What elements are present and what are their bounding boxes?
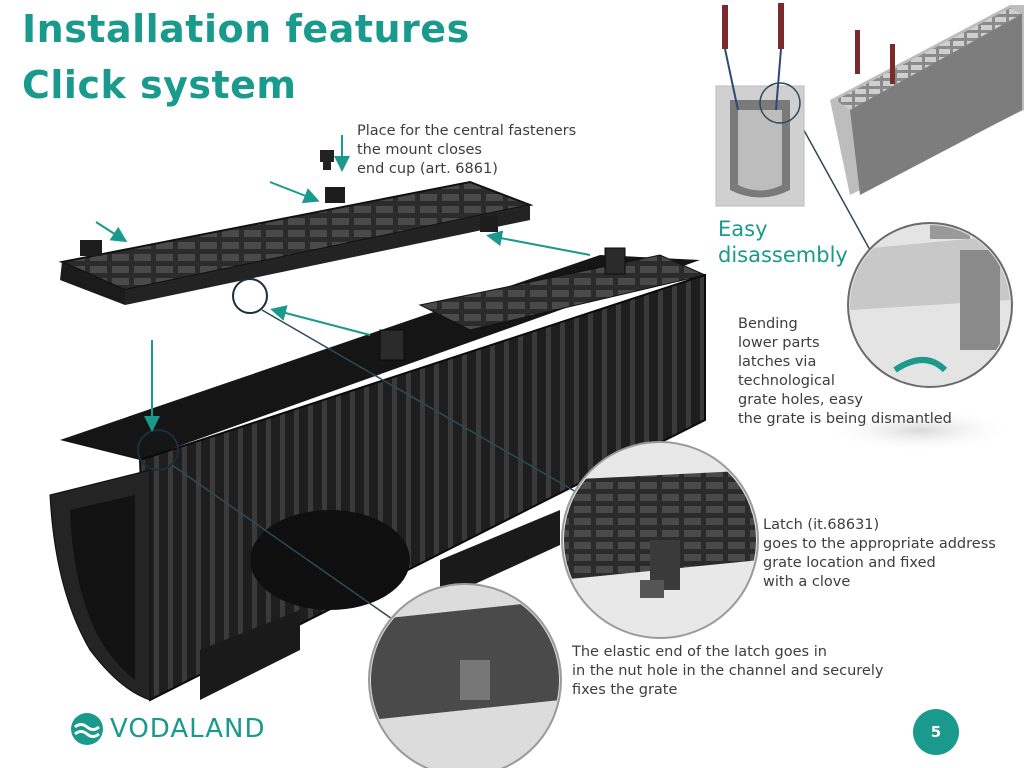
latch-clip (604, 247, 626, 275)
latch-zoom-circle (561, 441, 759, 639)
latch-caption: Latch (it.68631) goes to the appropriate… (763, 517, 996, 590)
central-fastener (320, 150, 334, 170)
vodaland-logo: VODALAND (70, 712, 265, 746)
page-subtitle: Click system (22, 63, 297, 107)
bending-latches-caption: Bending lower parts latches via technolo… (738, 316, 952, 427)
central-fasteners-caption: Place for the central fasteners the moun… (357, 123, 577, 177)
page-title: Installation features (22, 7, 470, 51)
disassembly-photo-channel (830, 5, 1024, 195)
assembly-arrows (95, 135, 591, 432)
brand-name: VODALAND (110, 714, 266, 744)
easy-disassembly-label: Easy disassembly (718, 217, 848, 267)
elastic-end-caption: The elastic end of the latch goes in in … (572, 644, 884, 698)
wave-logo-icon (71, 713, 103, 745)
latch-highlight-circle (232, 278, 268, 314)
disassembly-photo-small (715, 3, 805, 207)
floor-shadow (825, 408, 1015, 452)
elastic-zoom-circle (368, 583, 562, 768)
latch-clip (379, 329, 405, 361)
bending-zoom-circle (847, 222, 1013, 388)
top-grate (58, 180, 534, 305)
page-number-badge: 5 (913, 709, 959, 755)
